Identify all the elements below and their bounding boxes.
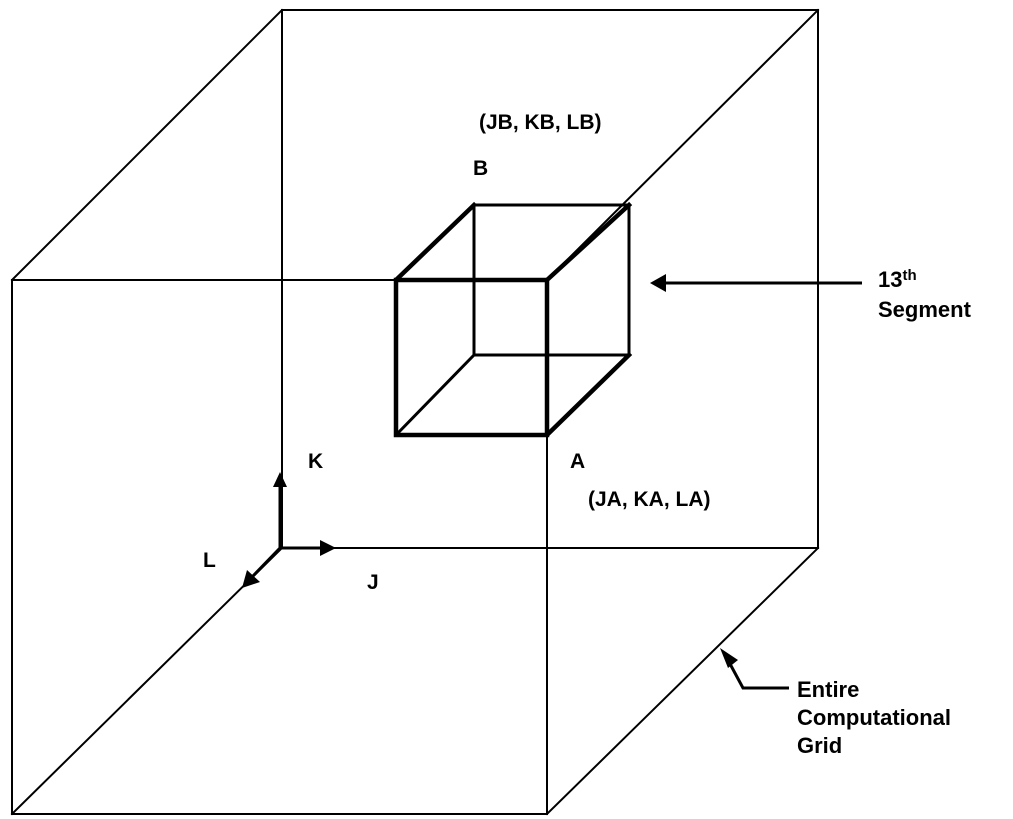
outer-grid-cube <box>10 8 820 816</box>
segment-cube-edge-top-left <box>392 201 478 284</box>
l-axis-label: L <box>203 549 216 572</box>
segment-cube-edge-top-right <box>543 201 633 284</box>
segment-label-word: Segment <box>878 297 972 322</box>
segment-number: 13 <box>878 267 902 292</box>
point-b-label: B <box>473 157 488 180</box>
grid-label-line1: Entire <box>797 677 859 702</box>
segment-cube-front-face <box>393 277 550 438</box>
k-axis-arrowhead <box>273 472 287 487</box>
point-b-coordinates: (JB, KB, LB) <box>479 111 602 134</box>
grid-label-line3: Grid <box>797 733 842 758</box>
outer-cube-back-face <box>281 9 819 549</box>
segment-pointer-arrow <box>650 274 862 292</box>
l-axis-arrowhead <box>242 570 260 588</box>
outer-cube-edge-top-right <box>545 8 820 282</box>
segment-cube <box>392 201 633 439</box>
outer-cube-edge-top-left <box>10 8 284 282</box>
grid-pointer-arrow <box>720 648 789 690</box>
segment-ordinal-suffix: th <box>902 267 916 284</box>
j-axis-arrowhead <box>320 540 336 556</box>
k-axis-label: K <box>308 450 323 473</box>
segment-cube-back-face <box>472 203 631 357</box>
point-a-label: A <box>570 450 585 473</box>
outer-cube-edge-bottom-left <box>10 546 284 816</box>
segment-label-number: 13th <box>878 267 917 292</box>
point-a-coordinates: (JA, KA, LA) <box>588 488 711 511</box>
grid-label-line2: Computational <box>797 705 951 730</box>
segment-cube-edge-bottom-right <box>543 351 633 439</box>
segment-cube-edge-bottom-left <box>394 353 476 437</box>
coordinate-axes <box>242 472 336 588</box>
j-axis-label: J <box>367 571 379 594</box>
l-axis-line <box>250 546 282 579</box>
outer-cube-edge-bottom-right <box>545 546 820 816</box>
